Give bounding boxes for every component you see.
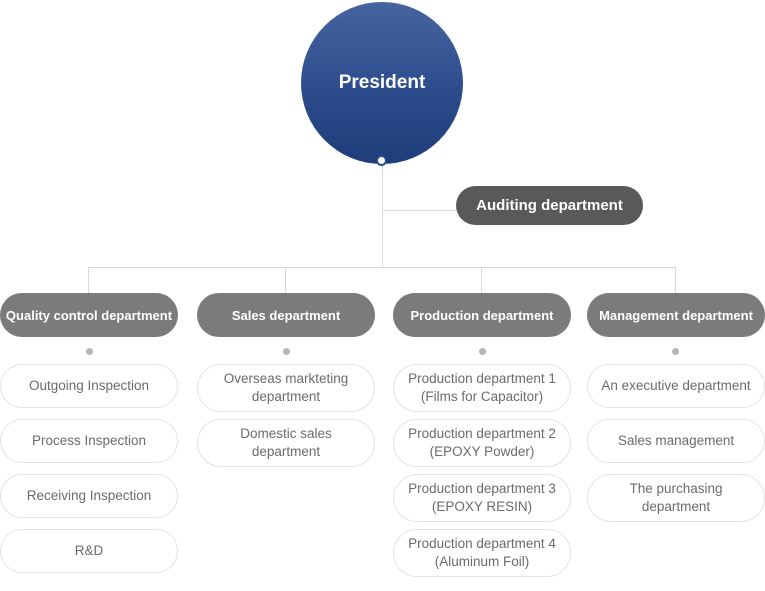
column-dot-quality [86,348,93,355]
column-dot-sales [283,348,290,355]
department-label: Quality control department [5,307,173,323]
department-sales: Sales department [197,293,375,337]
item-production-2: Production department 2 (EPOXY Powder) [393,419,571,467]
connector-main-horizontal [88,267,676,268]
column-dot-production [479,348,486,355]
item-outgoing-inspection: Outgoing Inspection [0,364,178,408]
department-production: Production department [393,293,571,337]
item-rnd: R&D [0,529,178,573]
president-label: President [338,72,426,93]
department-quality-control: Quality control department [0,293,178,337]
department-management: Management department [587,293,765,337]
item-domestic-sales: Domestic sales department [197,419,375,467]
item-overseas-marketing: Overseas markteting department [197,364,375,412]
item-purchasing-department: The purchasing department [587,474,765,522]
connector-drop-sales [285,267,286,293]
department-label: Production department [410,307,554,323]
item-sales-management: Sales management [587,419,765,463]
auditing-department-node: Auditing department [456,186,643,225]
president-node: President [301,2,463,164]
connector-drop-quality [88,267,89,293]
item-receiving-inspection: Receiving Inspection [0,474,178,518]
department-label: Management department [599,307,753,323]
auditing-department-label: Auditing department [476,197,623,214]
item-production-4: Production department 4 (Aluminum Foil) [393,529,571,577]
item-production-1: Production department 1 (Films for Capac… [393,364,571,412]
item-executive-department: An executive department [587,364,765,408]
item-production-3: Production department 3 (EPOXY RESIN) [393,474,571,522]
department-label: Sales department [231,307,341,323]
item-process-inspection: Process Inspection [0,419,178,463]
president-connector-dot [376,155,387,166]
connector-president-trunk [382,161,383,268]
connector-drop-production [481,267,482,293]
column-dot-management [672,348,679,355]
connector-auditing-branch [382,210,456,211]
connector-drop-management [675,267,676,293]
